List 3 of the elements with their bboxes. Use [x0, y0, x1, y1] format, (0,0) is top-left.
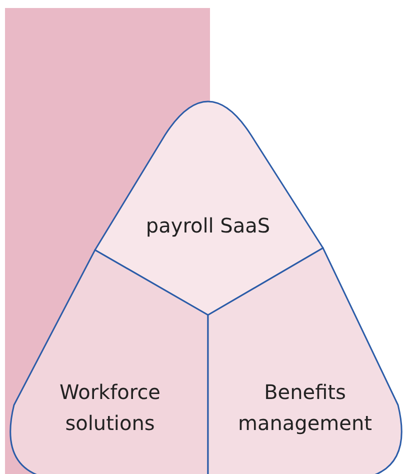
segment-label: payroll SaaS — [144, 212, 272, 240]
segment-label: Benefits management — [237, 379, 373, 437]
segment-label: Workforce solutions — [58, 379, 162, 437]
